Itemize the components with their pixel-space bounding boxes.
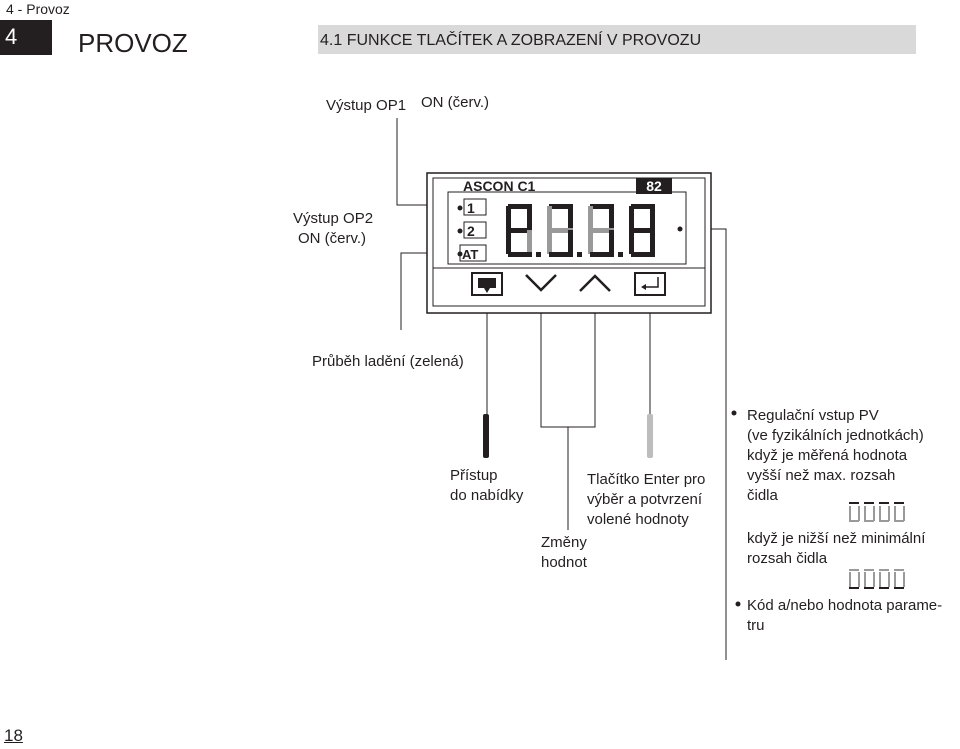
chapter-label: 4 - Provoz bbox=[6, 1, 70, 17]
led-dot-1 bbox=[457, 205, 463, 211]
section-title: 4.1 FUNKCE TLAČÍTEK A ZOBRAZENÍ V PROVOZ… bbox=[320, 32, 702, 49]
up-button bbox=[579, 274, 611, 292]
note-pv-3: když je měřená hodnota bbox=[747, 447, 908, 464]
note-under-2: rozsah čidla bbox=[747, 550, 828, 567]
enter-icon bbox=[644, 277, 659, 288]
label-op1-state: ON (červ.) bbox=[421, 94, 490, 111]
note-under-1: když je nižší než minimální bbox=[747, 530, 926, 547]
overrange-display bbox=[849, 502, 905, 522]
leader-change bbox=[540, 296, 596, 428]
note-pv-1: Regulační vstup PV bbox=[747, 407, 879, 424]
digit-3 bbox=[588, 204, 623, 257]
note-pv-5: čidla bbox=[747, 487, 778, 504]
label-tuning: Průběh ladění (zelená) bbox=[312, 353, 464, 370]
label-access-2: do nabídky bbox=[450, 487, 524, 504]
digit-2 bbox=[547, 204, 582, 257]
enter-button bbox=[634, 272, 666, 296]
led-label-1: 1 bbox=[467, 200, 475, 216]
menu-button bbox=[471, 272, 503, 296]
note-pv-2: (ve fyzikálních jednotkách) bbox=[747, 427, 924, 444]
over-digit bbox=[849, 502, 860, 522]
label-access-1: Přístup bbox=[450, 467, 498, 484]
label-change-2: hodnot bbox=[541, 554, 587, 571]
label-op1: Výstup OP1 bbox=[326, 97, 407, 114]
label-op2-state: ON (červ.) bbox=[298, 230, 367, 247]
chevron-down-icon bbox=[525, 274, 557, 292]
menu-icon bbox=[478, 278, 496, 288]
menu-bar-marker bbox=[483, 414, 489, 458]
label-op2: Výstup OP2 bbox=[293, 210, 374, 227]
enter-bar-marker bbox=[647, 414, 653, 458]
digit-4 bbox=[629, 204, 655, 257]
brand-label: ASCON C1 bbox=[463, 178, 536, 194]
label-enter-1: Tlačítko Enter pro bbox=[587, 471, 706, 488]
led-dot-2 bbox=[457, 228, 463, 234]
page-number: 18 bbox=[4, 726, 23, 745]
led-label-2: 2 bbox=[467, 223, 475, 239]
label-enter-3: volené hodnoty bbox=[587, 511, 689, 528]
display-decimal-dot bbox=[677, 226, 683, 232]
bullet-pv bbox=[731, 410, 737, 416]
chevron-up-icon bbox=[579, 274, 611, 292]
chapter-number-box bbox=[0, 20, 52, 55]
label-enter-2: výběr a potvrzení bbox=[587, 491, 703, 508]
digit-1 bbox=[506, 204, 541, 257]
model-badge-label: 82 bbox=[646, 178, 662, 194]
chapter-number: 4 bbox=[5, 24, 18, 49]
note-code-2: tru bbox=[747, 617, 765, 634]
led-indicators bbox=[457, 198, 487, 262]
underrange-display bbox=[849, 569, 905, 589]
led-label-at: AT bbox=[462, 247, 478, 262]
note-pv-4: vyšší než max. rozsah bbox=[747, 467, 896, 484]
note-code-1: Kód a/nebo hodnota parame- bbox=[747, 597, 943, 614]
section-band bbox=[318, 25, 916, 54]
seven-segment-display bbox=[506, 204, 683, 257]
down-button bbox=[525, 274, 557, 292]
label-change-1: Změny bbox=[541, 534, 587, 551]
bullet-code bbox=[735, 601, 741, 607]
chapter-title: PROVOZ bbox=[78, 28, 188, 58]
model-badge bbox=[636, 178, 672, 194]
